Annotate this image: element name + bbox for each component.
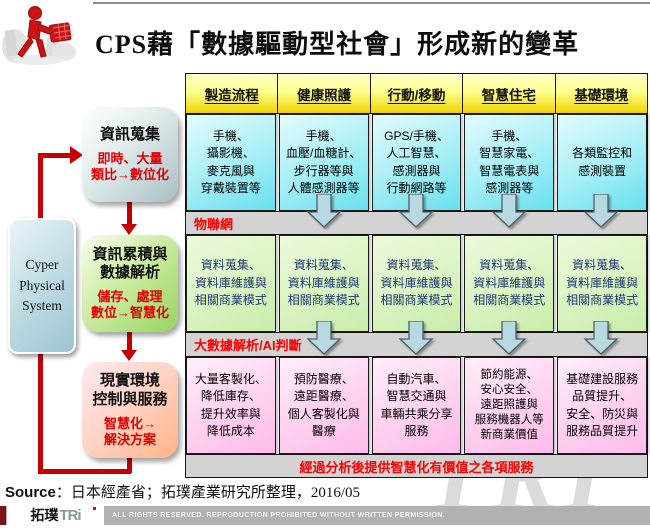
connector-cps-to-top bbox=[38, 153, 43, 219]
column-header: 製造流程 bbox=[186, 74, 279, 113]
service-cell: 基礎建設服務 品質提升、 安全、防災與 服務品質提升 bbox=[557, 357, 647, 454]
down-arrow-icon bbox=[491, 194, 527, 228]
cyber-physical-system-box: Cyper Physical System bbox=[8, 218, 76, 354]
ai-band-label: 大數據解析/AI判斷 bbox=[194, 338, 302, 353]
down-arrow-icon bbox=[306, 321, 342, 355]
down-arrow-icon bbox=[583, 321, 619, 355]
down-arrow-icon bbox=[306, 194, 342, 228]
red-arrow-down-icon bbox=[121, 224, 137, 235]
down-arrow-icon bbox=[583, 194, 619, 228]
logo-cjk-text: 拓璞 bbox=[30, 507, 59, 523]
service-cell: 自動汽車、 智慧交通與 車輛共乘分享 服務 bbox=[371, 357, 462, 454]
result-band-label: 經過分析後提供智慧化有價值之各項服務 bbox=[299, 459, 534, 475]
flow-box-note: 智慧化→ 解決方案 bbox=[103, 415, 156, 447]
cps-domain-matrix: 製造流程 健康照護 行動/移動 智慧住宅 基礎環境 手機、 攝影機、 麥克風與 … bbox=[185, 73, 648, 478]
connector-loop-right bbox=[127, 457, 132, 473]
down-arrow-icon bbox=[398, 321, 434, 355]
column-header: 基礎環境 bbox=[555, 74, 648, 113]
flow-box-note: 即時、大量 類比→數位化 bbox=[90, 150, 169, 182]
data-cell: 資料蒐集、 資料庫維護與 相關商業模式 bbox=[278, 235, 369, 332]
source-text: ：日本經產省；拓璞產業研究所整理，2016/05 bbox=[55, 485, 361, 501]
column-header: 健康照護 bbox=[278, 74, 371, 113]
data-cell: 資料蒐集、 資料庫維護與 相關商業模式 bbox=[557, 235, 647, 332]
column-header: 智慧住宅 bbox=[463, 74, 556, 113]
business-person-icon bbox=[2, 6, 76, 65]
flow-box-env-control: 現實環境 控制與服務 智慧化→ 解決方案 bbox=[82, 362, 178, 458]
iot-band-label: 物聯網 bbox=[194, 216, 234, 232]
device-row: 手機、 攝影機、 麥克風與 穿戴裝置等 手機、 血壓/血糖計、 步行器等與 人體… bbox=[186, 114, 647, 211]
footer-bar: 拓璞 TRi ALL RIGHTS RESERVED. REPRODUCTION… bbox=[0, 503, 650, 527]
top-divider bbox=[93, 2, 650, 4]
flow-box-info-collect: 資訊蒐集 即時、大量 類比→數位化 bbox=[82, 107, 178, 202]
flow-box-title: 資訊累積與 數據解析 bbox=[92, 245, 168, 282]
device-cell: 手機、 攝影機、 麥克風與 穿戴裝置等 bbox=[186, 114, 276, 211]
connector-loop-left bbox=[38, 350, 43, 473]
service-row: 大量客製化、 降低庫存、 提升效率與 降低成本 預防醫療、 遠距醫療、 個人客製… bbox=[186, 357, 647, 454]
service-cell: 節約能源、 安心安全、 遠距照護與 服務機器人等 新商業價值 bbox=[464, 357, 555, 454]
rights-text: ALL RIGHTS RESERVED. REPRODUCTION PROHIB… bbox=[112, 512, 446, 519]
data-cell: 資料蒐集、 資料庫維護與 相關商業模式 bbox=[464, 235, 555, 332]
red-arrow-right-icon bbox=[70, 146, 83, 164]
data-cell: 資料蒐集、 資料庫維護與 相關商業模式 bbox=[186, 235, 276, 332]
page-title: CPS藉「數據驅動型社會」形成新的變革 bbox=[95, 30, 580, 59]
data-cell: 資料蒐集、 資料庫維護與 相關商業模式 bbox=[371, 235, 462, 332]
source-line: Source：日本經產省；拓璞產業研究所整理，2016/05 bbox=[5, 481, 360, 502]
result-band: 經過分析後提供智慧化有價值之各項服務 bbox=[186, 454, 647, 477]
connector-analyze-to-control bbox=[127, 331, 132, 352]
flow-box-data-analyze: 資訊累積與 數據解析 儲存、處理 數位→智慧化 bbox=[82, 235, 178, 332]
connector-top-horizontal bbox=[38, 153, 72, 158]
topology-tri-logo: 拓璞 TRi bbox=[7, 503, 104, 527]
data-row: 資料蒐集、 資料庫維護與 相關商業模式 資料蒐集、 資料庫維護與 相關商業模式 … bbox=[186, 235, 647, 332]
footer-red-accent bbox=[0, 506, 6, 525]
down-arrow-icon bbox=[398, 194, 434, 228]
service-cell: 大量客製化、 降低庫存、 提升效率與 降低成本 bbox=[186, 357, 276, 454]
down-arrow-icon bbox=[491, 321, 527, 355]
connector-collect-to-analyze bbox=[127, 201, 132, 226]
flow-box-note: 儲存、處理 數位→智慧化 bbox=[90, 289, 169, 321]
logo-latin-text: TRi bbox=[59, 506, 81, 524]
logo-red-dot-icon bbox=[93, 507, 96, 510]
matrix-header-row: 製造流程 健康照護 行動/移動 智慧住宅 基礎環境 bbox=[186, 74, 648, 114]
red-arrow-down-icon bbox=[121, 350, 137, 361]
connector-loop-bottom bbox=[38, 469, 131, 474]
flow-box-title: 資訊蒐集 bbox=[99, 125, 160, 143]
flow-box-title: 現實環境 控制與服務 bbox=[92, 372, 168, 408]
column-header: 行動/移動 bbox=[370, 74, 464, 113]
service-cell: 預防醫療、 遠距醫療、 個人客製化與 醫療 bbox=[278, 357, 369, 454]
source-label: Source bbox=[5, 484, 56, 501]
